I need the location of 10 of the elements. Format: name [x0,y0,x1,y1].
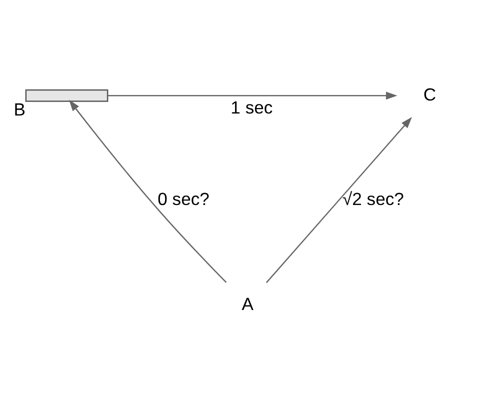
arrow [68,99,227,282]
edge-label: 0 sec? [158,188,210,209]
edge-label: √2 sec? [342,188,404,209]
node-bar [25,88,108,102]
node-text: C [423,84,436,104]
node-text: A [242,294,254,314]
node-label: B [14,98,26,119]
arrow [266,116,412,283]
edge-label: 1 sec [230,96,273,117]
arrow [108,91,398,100]
